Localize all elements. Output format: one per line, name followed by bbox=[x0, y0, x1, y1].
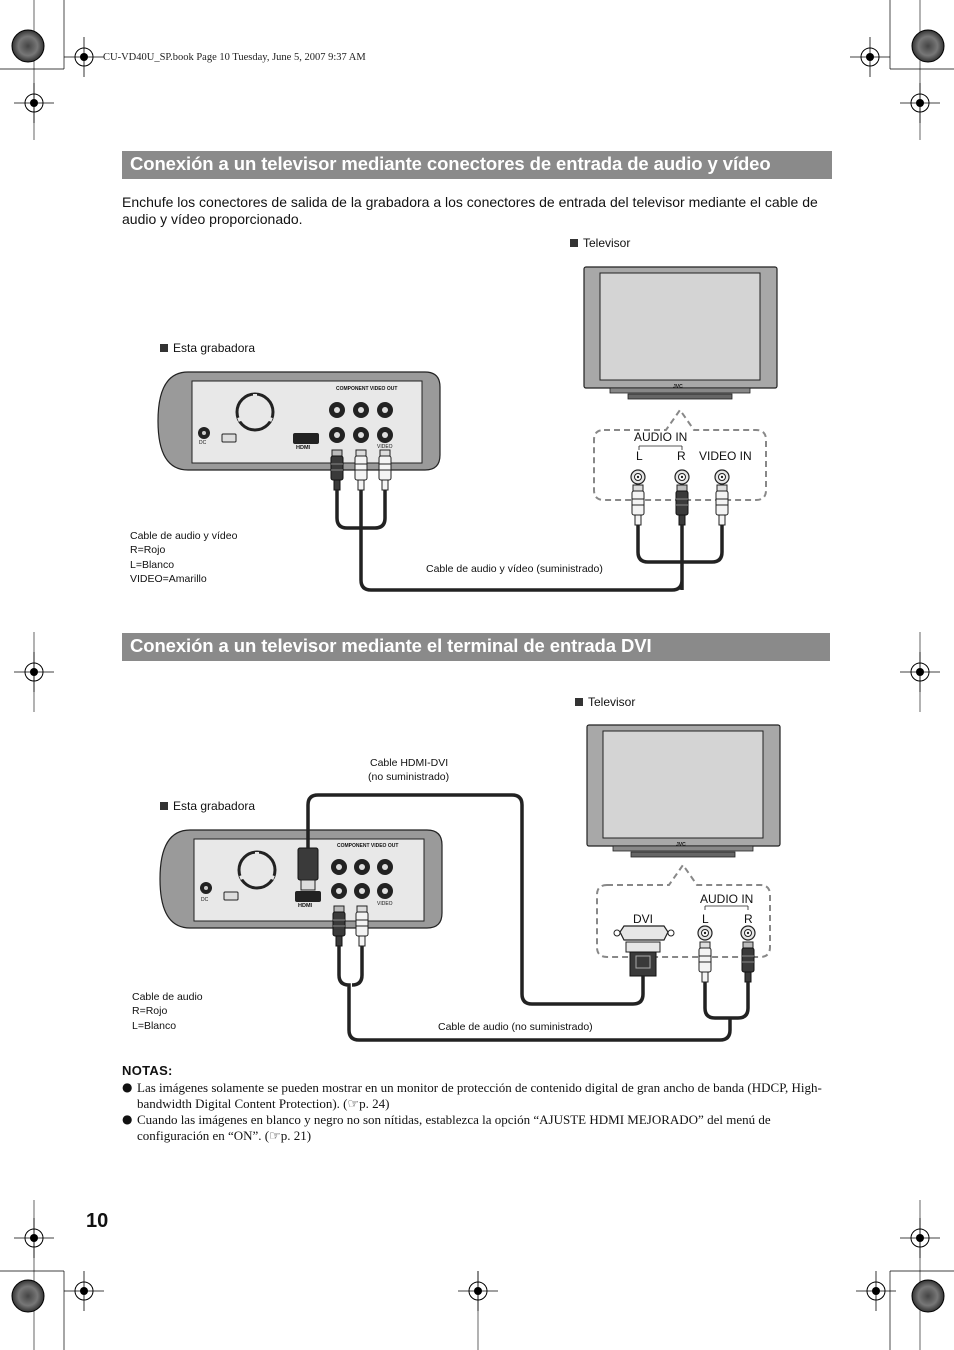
audio-r-label: R bbox=[744, 912, 753, 926]
rca-plug-icon bbox=[332, 905, 346, 947]
note-item: ● Cuando las imágenes en blanco y negro … bbox=[122, 1112, 834, 1143]
rca-plug-icon bbox=[698, 941, 712, 983]
rca-plug-icon bbox=[741, 941, 755, 983]
tv-connector-callout bbox=[593, 408, 767, 501]
not-supplied-cable-label: Cable de audio (no suministrado) bbox=[438, 1021, 593, 1033]
recorder-label: Esta grabadora bbox=[160, 799, 255, 813]
rca-plug-icon bbox=[354, 449, 368, 491]
component-out-label: COMPONENT VIDEO OUT bbox=[336, 386, 398, 392]
rca-plug-icon bbox=[675, 484, 689, 526]
color-target-icon bbox=[11, 29, 45, 63]
audio-in-l-jack-icon bbox=[630, 469, 646, 485]
hdmi-label: HDMI bbox=[296, 445, 311, 451]
color-target-icon bbox=[911, 29, 945, 63]
recorder-illustration bbox=[159, 829, 443, 929]
note-text: Las imágenes solamente se pueden mostrar… bbox=[137, 1080, 822, 1111]
color-target-icon bbox=[11, 1279, 45, 1313]
section-title-bar: Conexión a un televisor mediante conecto… bbox=[122, 151, 832, 179]
audio-in-r-jack-icon bbox=[674, 469, 690, 485]
tv-label: Televisor bbox=[570, 236, 630, 250]
section-1-intro: Enchufe los conectores de salida de la g… bbox=[122, 194, 818, 227]
note-item: ● Las imágenes solamente se pueden mostr… bbox=[122, 1080, 834, 1111]
cable-legend-title: Cable de audio y vídeo bbox=[130, 530, 238, 542]
hdmi-dvi-cable bbox=[306, 793, 645, 1006]
recorder-illustration bbox=[157, 371, 441, 471]
audio-l-label: L bbox=[702, 912, 709, 926]
section-1-title: Conexión a un televisor mediante conecto… bbox=[130, 153, 771, 174]
rca-plug-icon bbox=[355, 905, 369, 947]
book-file-info: CU-VD40U_SP.book Page 10 Tuesday, June 5… bbox=[103, 52, 366, 63]
cable-legend-title: Cable de audio bbox=[132, 991, 203, 1003]
hdmi-cable-label: Cable HDMI-DVI bbox=[370, 757, 449, 769]
audio-in-l-jack-icon bbox=[697, 925, 713, 941]
page-number: 10 bbox=[86, 1210, 109, 1232]
tv-connector-callout bbox=[596, 863, 771, 958]
registration-mark-icon bbox=[457, 1270, 499, 1312]
tv-brand-label: JVC bbox=[673, 384, 683, 390]
note-text: Cuando las imágenes en blanco y negro no… bbox=[137, 1112, 771, 1143]
registration-mark-icon bbox=[13, 651, 55, 693]
dvi-port-icon bbox=[613, 925, 675, 941]
video-in-jack-icon bbox=[714, 469, 730, 485]
hdmi-cable-note: (no suministrado) bbox=[368, 771, 450, 783]
component-out-label: COMPONENT VIDEO OUT bbox=[337, 843, 399, 849]
tv-brand-label: JVC bbox=[676, 842, 686, 848]
supplied-cable-label: Cable de audio y vídeo (suministrado) bbox=[426, 563, 603, 575]
recorder-label: Esta grabadora bbox=[160, 341, 255, 355]
rca-plug-icon bbox=[378, 449, 392, 491]
audio-in-label: AUDIO IN bbox=[634, 430, 688, 444]
audio-in-r-jack-icon bbox=[740, 925, 756, 941]
cable-legend-r: R=Rojo bbox=[130, 544, 166, 556]
audio-in-label: AUDIO IN bbox=[700, 892, 754, 906]
registration-mark-icon bbox=[899, 651, 941, 693]
dc-label: DC bbox=[199, 440, 207, 446]
cable-legend-video: VIDEO=Amarillo bbox=[130, 573, 207, 585]
cable-legend-l: L=Blanco bbox=[130, 559, 175, 571]
registration-mark-icon bbox=[13, 82, 55, 124]
dvi-label: DVI bbox=[633, 912, 654, 926]
registration-mark-icon bbox=[13, 1217, 55, 1259]
color-target-icon bbox=[911, 1279, 945, 1313]
hdmi-plug-icon bbox=[297, 847, 319, 891]
registration-mark-icon bbox=[899, 1217, 941, 1259]
dc-label: DC bbox=[201, 897, 209, 903]
rca-plug-icon bbox=[330, 449, 344, 491]
notes-title: NOTAS: bbox=[122, 1063, 173, 1078]
audio-cable bbox=[337, 946, 750, 1042]
rca-plug-icon bbox=[715, 484, 729, 526]
av-cable bbox=[335, 490, 724, 592]
video-in-label: VIDEO IN bbox=[699, 449, 752, 463]
registration-mark-icon bbox=[899, 82, 941, 124]
bullet-icon: ● bbox=[122, 1112, 133, 1126]
cable-legend-r: R=Rojo bbox=[132, 1005, 168, 1017]
cable-legend-l: L=Blanco bbox=[132, 1020, 177, 1032]
video-label: VIDEO bbox=[377, 444, 393, 450]
section-2-title: Conexión a un televisor mediante el term… bbox=[130, 635, 652, 656]
audio-l-label: L bbox=[636, 449, 643, 463]
tv-illustration bbox=[583, 266, 778, 400]
tv-label: Televisor bbox=[575, 695, 635, 709]
registration-mark-icon bbox=[63, 1270, 105, 1312]
hdmi-label: HDMI bbox=[298, 903, 313, 909]
tv-illustration bbox=[586, 724, 781, 858]
bullet-icon: ● bbox=[122, 1080, 133, 1094]
rca-plug-icon bbox=[631, 484, 645, 526]
registration-mark-icon bbox=[849, 36, 891, 78]
video-label: VIDEO bbox=[377, 901, 393, 907]
registration-mark-icon bbox=[63, 36, 105, 78]
audio-r-label: R bbox=[677, 449, 686, 463]
section-title-bar: Conexión a un televisor mediante el term… bbox=[122, 633, 830, 661]
dvi-plug-icon bbox=[625, 941, 661, 977]
